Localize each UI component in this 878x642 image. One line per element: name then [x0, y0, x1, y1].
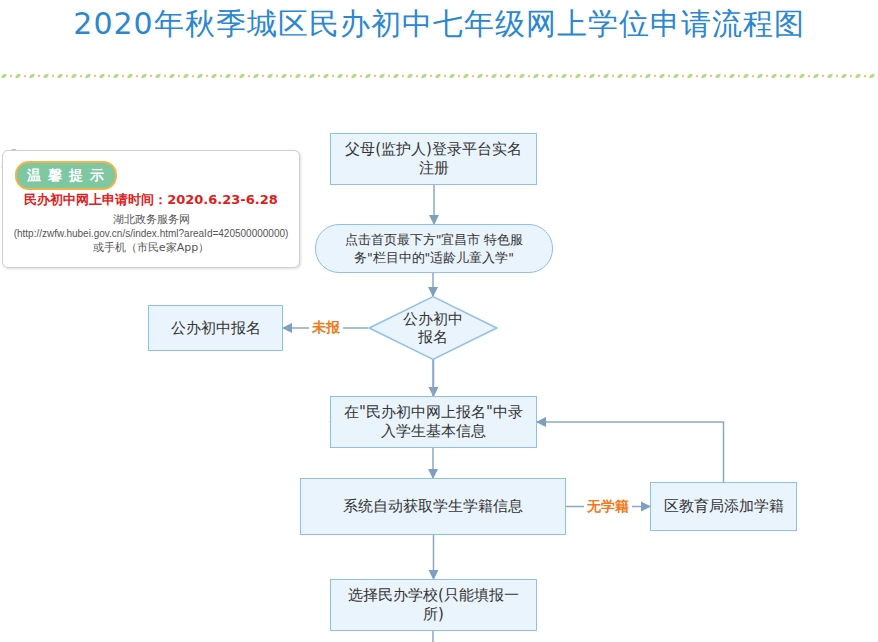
- process-box: 公办初中报名: [148, 305, 283, 351]
- process-box: 选择民办学校(只能填报一所): [330, 579, 537, 631]
- node-text: 系统自动获取学生学籍信息: [343, 497, 523, 516]
- node-text: 在"民办初中网上报名"中录入学生基本信息: [341, 403, 526, 441]
- node-text: 选择民办学校(只能填报一所): [341, 586, 526, 624]
- deadline-text: 民办初中网上申请时间：2020.6.23-6.28: [24, 191, 278, 209]
- process-box: 在"民办初中网上报名"中录入学生基本信息: [330, 396, 537, 448]
- edge-label: 未报: [309, 319, 343, 337]
- tip-panel: 温馨提示民办初中网上申请时间：2020.6.23-6.28 湖北政务服务网(htt…: [2, 150, 300, 268]
- diagram-title: 2020年秋季城区民办初中七年级网上学位申请流程图: [0, 4, 878, 45]
- process-box: 区教育局添加学籍: [650, 482, 797, 531]
- flow-arrow: [433, 185, 435, 224]
- node-text: 点击首页最下方"宜昌市 特色服务"栏目中的"适龄儿童入学": [334, 231, 534, 266]
- leaf-border: [0, 71, 878, 79]
- flow-arrow: [537, 422, 724, 482]
- flow-arrow: [433, 535, 435, 579]
- process-box: 系统自动获取学生学籍信息: [300, 478, 566, 535]
- node-text: 区教育局添加学籍: [664, 497, 784, 516]
- tip-tag: 温馨提示: [15, 161, 117, 190]
- flow-arrow: [432, 273, 434, 296]
- flow-arrow: [432, 448, 434, 478]
- edge-label: 无学籍: [584, 498, 632, 516]
- decision-diamond: 公办初中报名: [368, 296, 498, 360]
- process-box: 父母(监护人)登录平台实名注册: [330, 133, 537, 185]
- tip-text: 或手机（市民e家App）: [93, 241, 209, 256]
- process-pill: 点击首页最下方"宜昌市 特色服务"栏目中的"适龄儿童入学": [315, 224, 553, 273]
- node-text: 公办初中报名: [171, 319, 261, 338]
- url-text: (http://zwfw.hubei.gov.cn/s/index.html?a…: [14, 227, 289, 241]
- tip-text: 湖北政务服务网: [113, 213, 190, 228]
- node-text: 父母(监护人)登录平台实名注册: [341, 140, 526, 178]
- node-text: 公办初中报名: [400, 310, 466, 346]
